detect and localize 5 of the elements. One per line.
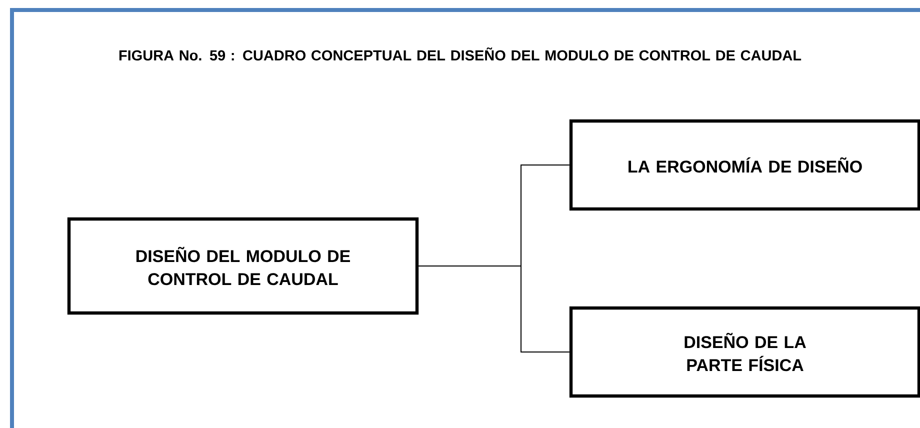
title: FIGURA No. 59 : CUADRO CONCEPTUAL DEL DISEÑO DEL MODULO DE CONTROL DE CAUDAL (119, 47, 802, 61)
concept-box: DISEÑO DE LA PARTE FÍSICA (569, 306, 920, 398)
bracket-connector (418, 266, 570, 352)
concept-box: LA ERGONOMÍA DE DISEÑO (569, 119, 920, 211)
concept-box: DISEÑO DEL MODULO DE CONTROL DE CAUDAL (67, 217, 419, 315)
